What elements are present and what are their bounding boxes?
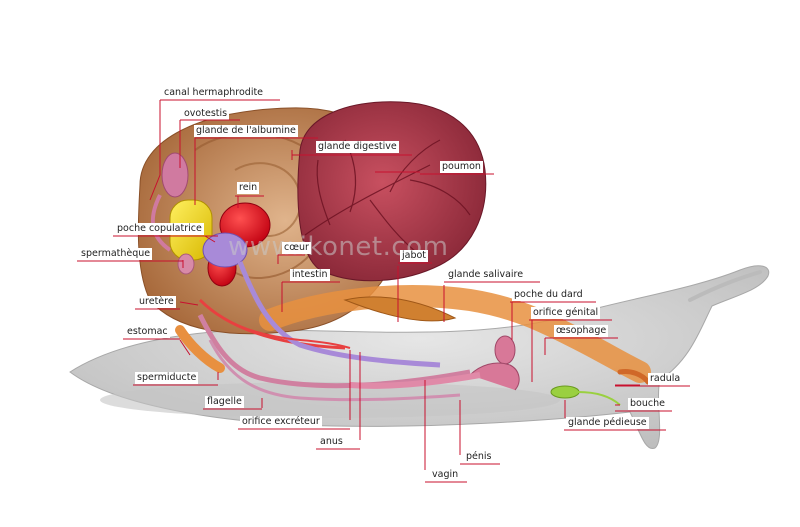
salivary-gland xyxy=(343,296,457,322)
penis xyxy=(469,362,520,391)
label-spermatheque: spermathèque xyxy=(79,248,153,260)
pedal-gland-duct xyxy=(577,391,621,406)
label-ovotestis: ovotestis xyxy=(182,108,230,120)
label-jabot: jabot xyxy=(400,250,429,262)
label-spermiducte: spermiducte xyxy=(135,372,199,384)
label-orifice-excreteur: orifice excréteur xyxy=(240,416,322,428)
tentacle xyxy=(688,270,762,302)
radula xyxy=(617,369,651,385)
label-penis: pénis xyxy=(464,451,494,463)
label-poche-copulatrice: poche copulatrice xyxy=(115,223,204,235)
ureter xyxy=(199,299,351,349)
stomach xyxy=(175,325,225,373)
label-anus: anus xyxy=(318,436,345,448)
label-poumon: poumon xyxy=(440,161,483,173)
label-radula: radula xyxy=(648,373,683,385)
label-bouche: bouche xyxy=(628,398,667,410)
label-glande-digestive: glande digestive xyxy=(316,141,399,153)
label-oesophage: œsophage xyxy=(554,325,609,337)
label-flagelle: flagelle xyxy=(205,396,244,408)
flagellum xyxy=(208,339,461,402)
label-glande-albumine: glande de l'albumine xyxy=(194,125,298,137)
label-vagin: vagin xyxy=(430,469,461,481)
label-poche-du-dard: poche du dard xyxy=(512,289,585,301)
label-orifice-genital: orifice génital xyxy=(531,307,601,319)
label-rein: rein xyxy=(237,182,260,194)
crop-and-oesophagus xyxy=(259,285,651,383)
label-glande-pedieuse: glande pédieuse xyxy=(566,417,649,429)
vagina xyxy=(349,372,481,389)
label-estomac: estomac xyxy=(125,326,170,338)
leader-lines xyxy=(149,100,640,470)
spermatheca xyxy=(177,253,195,275)
label-intestin: intestin xyxy=(290,269,330,281)
bursa-duct xyxy=(237,261,441,368)
label-glande-salivaire: glande salivaire xyxy=(446,269,526,281)
ovotestis xyxy=(161,152,189,198)
label-uretere: uretère xyxy=(137,296,176,308)
label-canal-hermaphrodite: canal hermaphrodite xyxy=(162,87,266,99)
label-coeur: cœur xyxy=(282,242,311,254)
spermiduct xyxy=(197,313,471,389)
